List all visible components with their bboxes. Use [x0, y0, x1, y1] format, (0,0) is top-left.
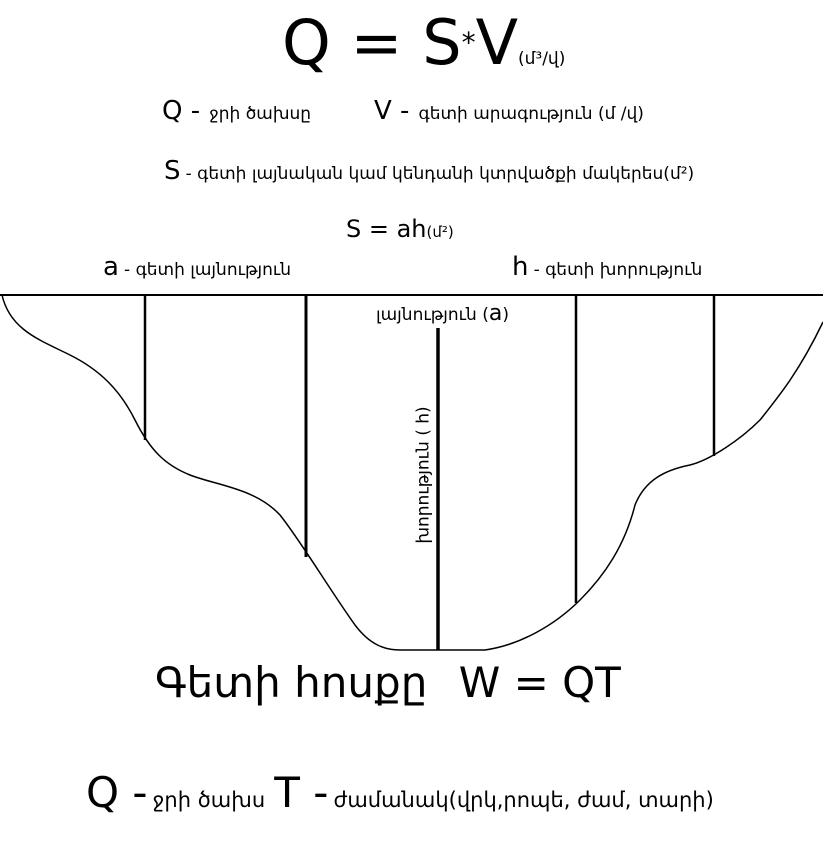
- legend-h-text: - գետի խորություն: [533, 260, 703, 280]
- area-formula-text: S = ah: [346, 215, 427, 243]
- formula-equals: =: [350, 6, 403, 79]
- width-label-text: լայնություն (: [376, 305, 489, 325]
- legend-v-text: գետի արագություն (մ /վ): [418, 104, 644, 124]
- legend-a-symbol: a: [103, 252, 119, 282]
- legend-v-symbol: V -: [374, 96, 410, 126]
- volume-equation: W = QT: [458, 658, 621, 707]
- footer-q-symbol: Q -: [86, 768, 148, 817]
- width-label-symbol: a: [488, 301, 503, 326]
- formula-q: Q: [282, 6, 331, 79]
- legend-s: S - գետի լայնական կամ կենդանի կտրվածքի մ…: [164, 158, 694, 184]
- legend-h-symbol: h: [512, 252, 529, 282]
- width-label-close: ): [502, 305, 509, 325]
- footer-t-text: ժամանակ(վրկ,րոպե, ժամ, տարի): [333, 788, 714, 812]
- width-label: լայնություն (a): [376, 303, 509, 325]
- legend-h: h - գետի խորություն: [512, 254, 702, 280]
- legend-q: Q - ջրի ծախսը: [162, 98, 311, 124]
- formula-v: V: [475, 6, 518, 79]
- legend-s-text: - գետի լայնական կամ կենդանի կտրվածքի մակ…: [185, 164, 695, 184]
- legend-a: a - գետի լայնություն: [103, 254, 291, 280]
- legend-v: V - գետի արագություն (մ /վ): [374, 98, 644, 124]
- footer-definitions: Q - ջրի ծախս T - ժամանակ(վրկ,րոպե, ժամ, …: [86, 772, 714, 814]
- main-formula: Q = S*V(մ³/վ): [282, 12, 565, 74]
- legend-a-text: - գետի լայնություն: [124, 260, 292, 280]
- area-formula: S = ah(մ²): [346, 217, 454, 241]
- riverbed-profile: [1, 294, 823, 651]
- formula-unit: (մ³/վ): [517, 49, 566, 69]
- legend-q-text: ջրի ծախսը: [209, 104, 312, 124]
- legend-s-symbol: S: [164, 156, 181, 186]
- footer-t-symbol: T -: [274, 768, 329, 817]
- area-formula-unit: (մ²): [426, 223, 454, 241]
- footer-q-text: ջրի ծախս: [152, 788, 266, 812]
- depth-label: խորություն ( h): [413, 406, 434, 544]
- formula-s: S: [422, 6, 462, 79]
- legend-q-symbol: Q -: [162, 96, 201, 126]
- volume-title: Գետի հոսքը: [155, 658, 428, 707]
- volume-formula: Գետի հոսքը W = QT: [155, 662, 621, 704]
- formula-multiply: *: [461, 26, 476, 59]
